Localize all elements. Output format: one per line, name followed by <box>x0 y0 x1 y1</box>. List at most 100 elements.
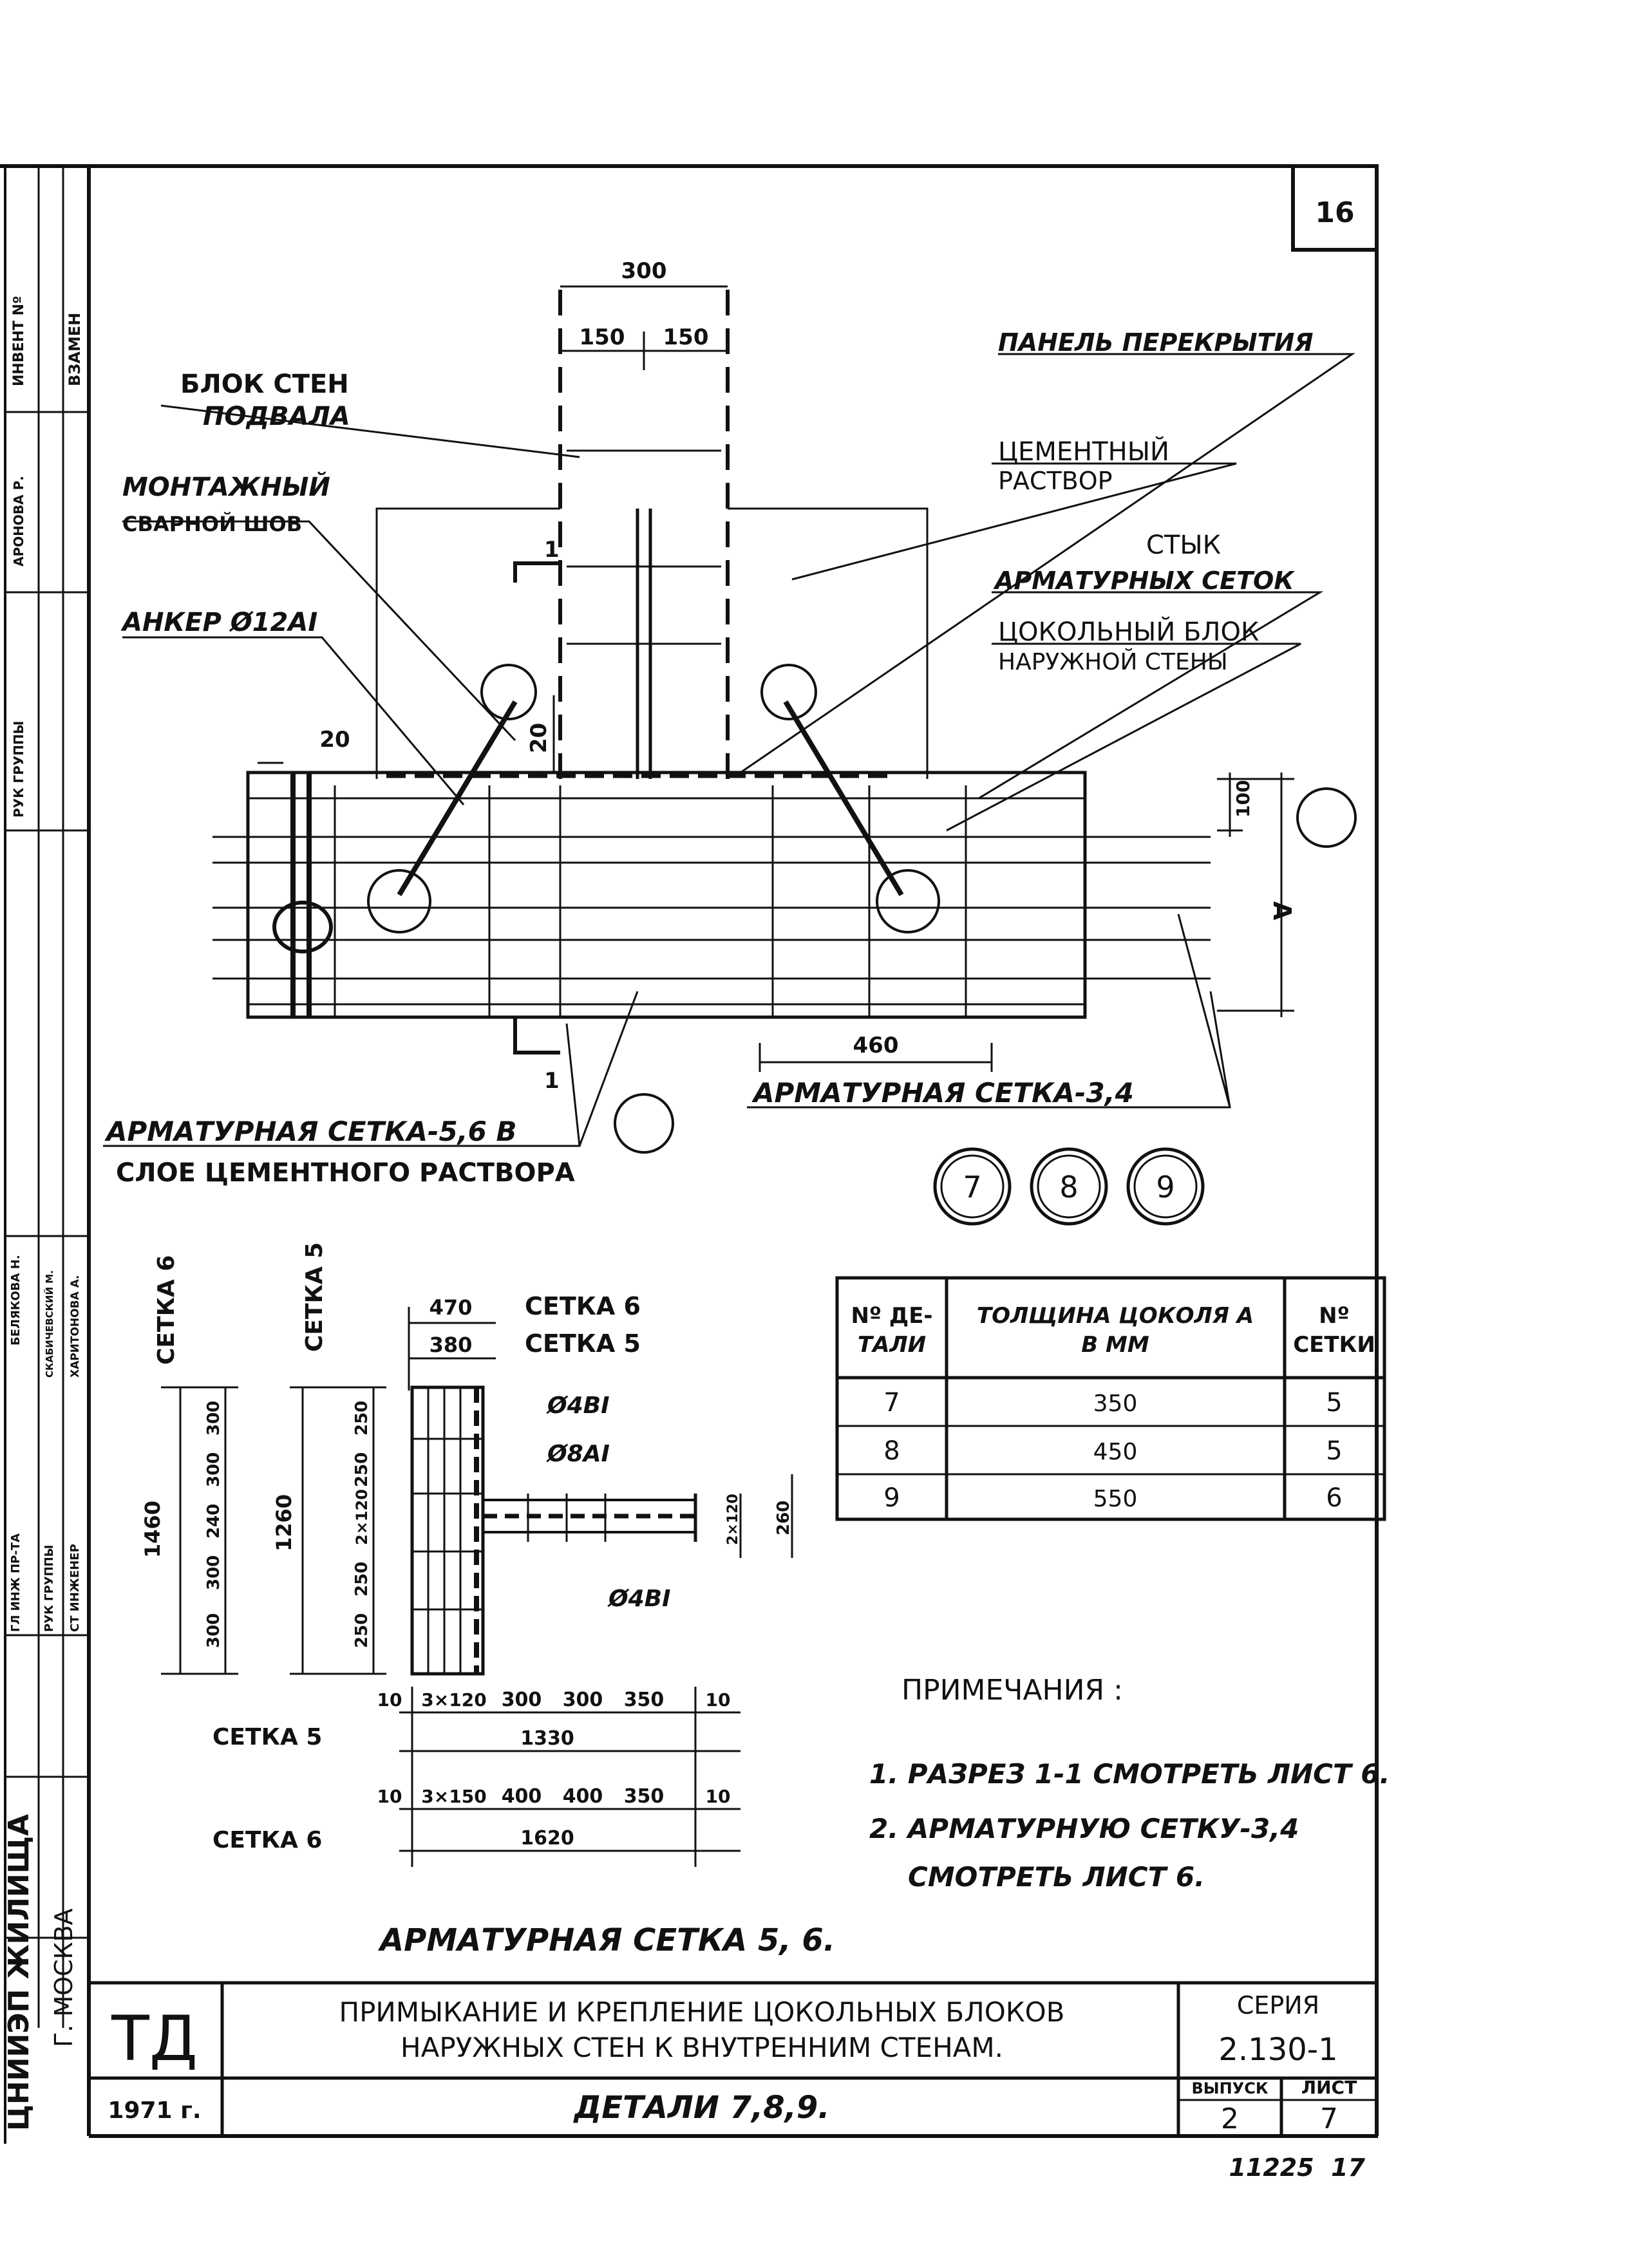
callout-mesh56-1: АРМАТУРНАЯ СЕТКА-5,6 В <box>104 1116 517 1147</box>
title-subtitle: ДЕТАЛИ 7,8,9. <box>572 2090 829 2126</box>
dim-20-vert: 20 <box>526 723 552 753</box>
title-code: ТД <box>111 2003 198 2075</box>
callout-mortar-1: ЦЕМЕНТНЫЙ <box>998 436 1169 467</box>
sidebar-text: ИНВЕНТ Nº ВЗАМЕН АРОНОВА Р. РУК ГРУППЫ Б… <box>3 295 84 2131</box>
mesh-row5-dim: 300 <box>502 1689 542 1711</box>
title-block-text: ТД 1971 г. ПРИМЫКАНИЕ И КРЕПЛЕНИЕ ЦОКОЛЬ… <box>108 1991 1357 2135</box>
sidebar-role-1: РУК ГРУППЫ <box>11 721 26 818</box>
sidebar-role-b: РУК ГРУППЫ <box>42 1545 56 1632</box>
details-table <box>835 1276 1386 1521</box>
sidebar-replace: ВЗАМЕН <box>66 313 84 386</box>
mesh-left-dim-b: 250 <box>352 1562 372 1597</box>
callout-wall-block-2: ПОДВАЛА <box>203 402 350 431</box>
callout-floor-panel: ПАНЕЛЬ ПЕРЕКРЫТИЯ <box>998 328 1314 357</box>
dim-460: 460 <box>853 1033 899 1058</box>
mesh-left-dim-b: 250 <box>352 1401 372 1436</box>
note-item: 2. АРМАТУРНУЮ СЕТКУ-3,4 <box>869 1813 1299 1844</box>
mesh-row6-dim: 3×150 <box>421 1786 486 1807</box>
mesh-row5-label: СЕТКА 5 <box>212 1724 322 1750</box>
mesh-top-label-5: СЕТКА 5 <box>525 1329 641 1358</box>
mesh-left-dim-a: 300 <box>204 1452 223 1487</box>
table-cell: 7 <box>883 1388 900 1418</box>
mesh-left-dim-a: 300 <box>204 1613 223 1648</box>
sheet-frame <box>0 164 1379 2144</box>
dim-20-top: 20 <box>319 727 350 753</box>
mesh-row5-dim: 350 <box>624 1689 665 1711</box>
issue-value: 2 <box>1221 2103 1239 2135</box>
mesh-dim-380: 380 <box>429 1333 473 1357</box>
table-cell: 6 <box>1326 1483 1342 1513</box>
sidebar-role-c: СТ ИНЖЕНЕР <box>68 1544 82 1632</box>
mesh-dim-470: 470 <box>429 1295 473 1320</box>
table-cell: 550 <box>1093 1486 1138 1512</box>
table-cell: 5 <box>1326 1436 1342 1466</box>
mesh-row5-dim: 300 <box>563 1689 603 1711</box>
mesh-drawing <box>161 1307 793 1867</box>
main-drawing <box>103 285 1357 1226</box>
table-cell: 5 <box>1326 1388 1342 1418</box>
mesh-bar-label-2: Ø8АI <box>546 1441 610 1467</box>
detail-number-8: 8 <box>1059 1170 1078 1204</box>
title-line-2: НАРУЖНЫХ СТЕН К ВНУТРЕННИМ СТЕНАМ. <box>401 2032 1003 2063</box>
mesh-row6-dim: 350 <box>624 1785 665 1808</box>
dim-150-right: 150 <box>663 324 709 350</box>
mesh-top-label-6: СЕТКА 6 <box>525 1292 641 1320</box>
callout-joint-2: АРМАТУРНЫХ СЕТОК <box>993 567 1295 595</box>
detail-number-7: 7 <box>963 1170 981 1204</box>
mesh-row6-dim: 10 <box>377 1786 402 1807</box>
mesh-row6-total: 1620 <box>520 1827 574 1850</box>
title-line-1: ПРИМЫКАНИЕ И КРЕПЛЕНИЕ ЦОКОЛЬНЫХ БЛОКОВ <box>339 1996 1065 2028</box>
callout-joint-1: СТЫК <box>1146 530 1221 560</box>
sheet-label: ЛИСТ <box>1301 2077 1357 2098</box>
sidebar-inventory: ИНВЕНТ Nº <box>11 295 27 386</box>
callout-plinth-1: ЦОКОЛЬНЫЙ БЛОК <box>998 616 1259 647</box>
table-cell: 9 <box>883 1483 900 1513</box>
mesh-row5-dim: 3×120 <box>421 1689 486 1710</box>
sidebar-person-b: СКАБИЧЕВСКИЙ М. <box>43 1270 55 1378</box>
mesh-left-dim-b: 250 <box>352 1613 372 1648</box>
mesh-text: СЕТКА 6 СЕТКА 5 470 СЕТКА 6 380 СЕТКА 5 … <box>140 1242 835 1958</box>
detail-numbers: 7 8 9 <box>963 1170 1175 1204</box>
mesh-setka6-vertical: СЕТКА 6 <box>153 1255 180 1365</box>
mesh-title: АРМАТУРНАЯ СЕТКА 5, 6. <box>377 1922 835 1958</box>
series-label: СЕРИЯ <box>1237 1991 1319 2020</box>
dim-100: 100 <box>1232 780 1254 818</box>
note-item: 1. РАЗРЕЗ 1-1 СМОТРЕТЬ ЛИСТ 6. <box>869 1758 1390 1790</box>
note-item: СМОТРЕТЬ ЛИСТ 6. <box>908 1861 1205 1893</box>
mesh-left-dim-b: 2×120 <box>353 1489 371 1545</box>
mesh-bar-label-3: Ø4ВI <box>607 1586 671 1612</box>
section-mark-bottom: 1 <box>544 1068 560 1094</box>
series-value: 2.130-1 <box>1218 2032 1337 2068</box>
mesh-row6-dim: 10 <box>706 1786 731 1807</box>
notes: ПРИМЕЧАНИЯ : 1. РАЗРЕЗ 1-1 СМОТРЕТЬ ЛИСТ… <box>869 1674 1390 1893</box>
main-dimensions: 300 150 150 20 20 100 460 А 1 1 <box>319 258 1296 1094</box>
table-header-3b: СЕТКИ <box>1293 1332 1375 1358</box>
dim-a: А <box>1268 901 1296 921</box>
mesh-left-dim-a: 240 <box>204 1504 223 1539</box>
table-header-2a: ТОЛЩИНА ЦОКОЛЯ А <box>977 1303 1254 1329</box>
callout-mesh34: АРМАТУРНАЯ СЕТКА-3,4 <box>751 1077 1134 1109</box>
callout-mesh56-2: СЛОЕ ЦЕМЕНТНОГО РАСТВОРА <box>116 1158 575 1188</box>
table-cell: 450 <box>1093 1439 1138 1465</box>
callout-wall-block-1: БЛОК СТЕН <box>180 370 349 399</box>
table-header-1a: Nº ДЕ- <box>851 1303 932 1329</box>
mesh-row6-dim: 400 <box>563 1785 603 1808</box>
callout-weld-1: МОНТАЖНЫЙ <box>122 471 330 502</box>
mesh-bar-label-1: Ø4ВI <box>546 1392 610 1419</box>
dim-300: 300 <box>621 258 667 284</box>
mesh-setka5-vertical: СЕТКА 5 <box>301 1242 328 1352</box>
sheet-number: 16 <box>1315 196 1354 229</box>
sidebar-city: Г. МОСКВА <box>50 1908 78 2047</box>
mesh-row5-total: 1330 <box>520 1727 574 1750</box>
callout-anchor: АНКЕР Ø12АI <box>120 608 317 637</box>
title-year: 1971 г. <box>108 2097 201 2124</box>
table-text: Nº ДЕ- ТАЛИ ТОЛЩИНА ЦОКОЛЯ А В ММ Nº СЕТ… <box>851 1303 1375 1513</box>
mesh-row6-dim: 400 <box>502 1785 542 1808</box>
sidebar-role-a: ГЛ ИНЖ ПР-ТА <box>9 1533 23 1632</box>
callout-plinth-2: НАРУЖНОЙ СТЕНЫ <box>998 648 1228 675</box>
mesh-total-1460: 1460 <box>140 1501 165 1558</box>
sidebar-organization: ЦНИИЭП ЖИЛИЩА <box>3 1814 35 2131</box>
mesh-right-dim: 2×120 <box>725 1494 741 1545</box>
sidebar-person-a: БЕЛЯКОВА Н. <box>9 1255 23 1345</box>
